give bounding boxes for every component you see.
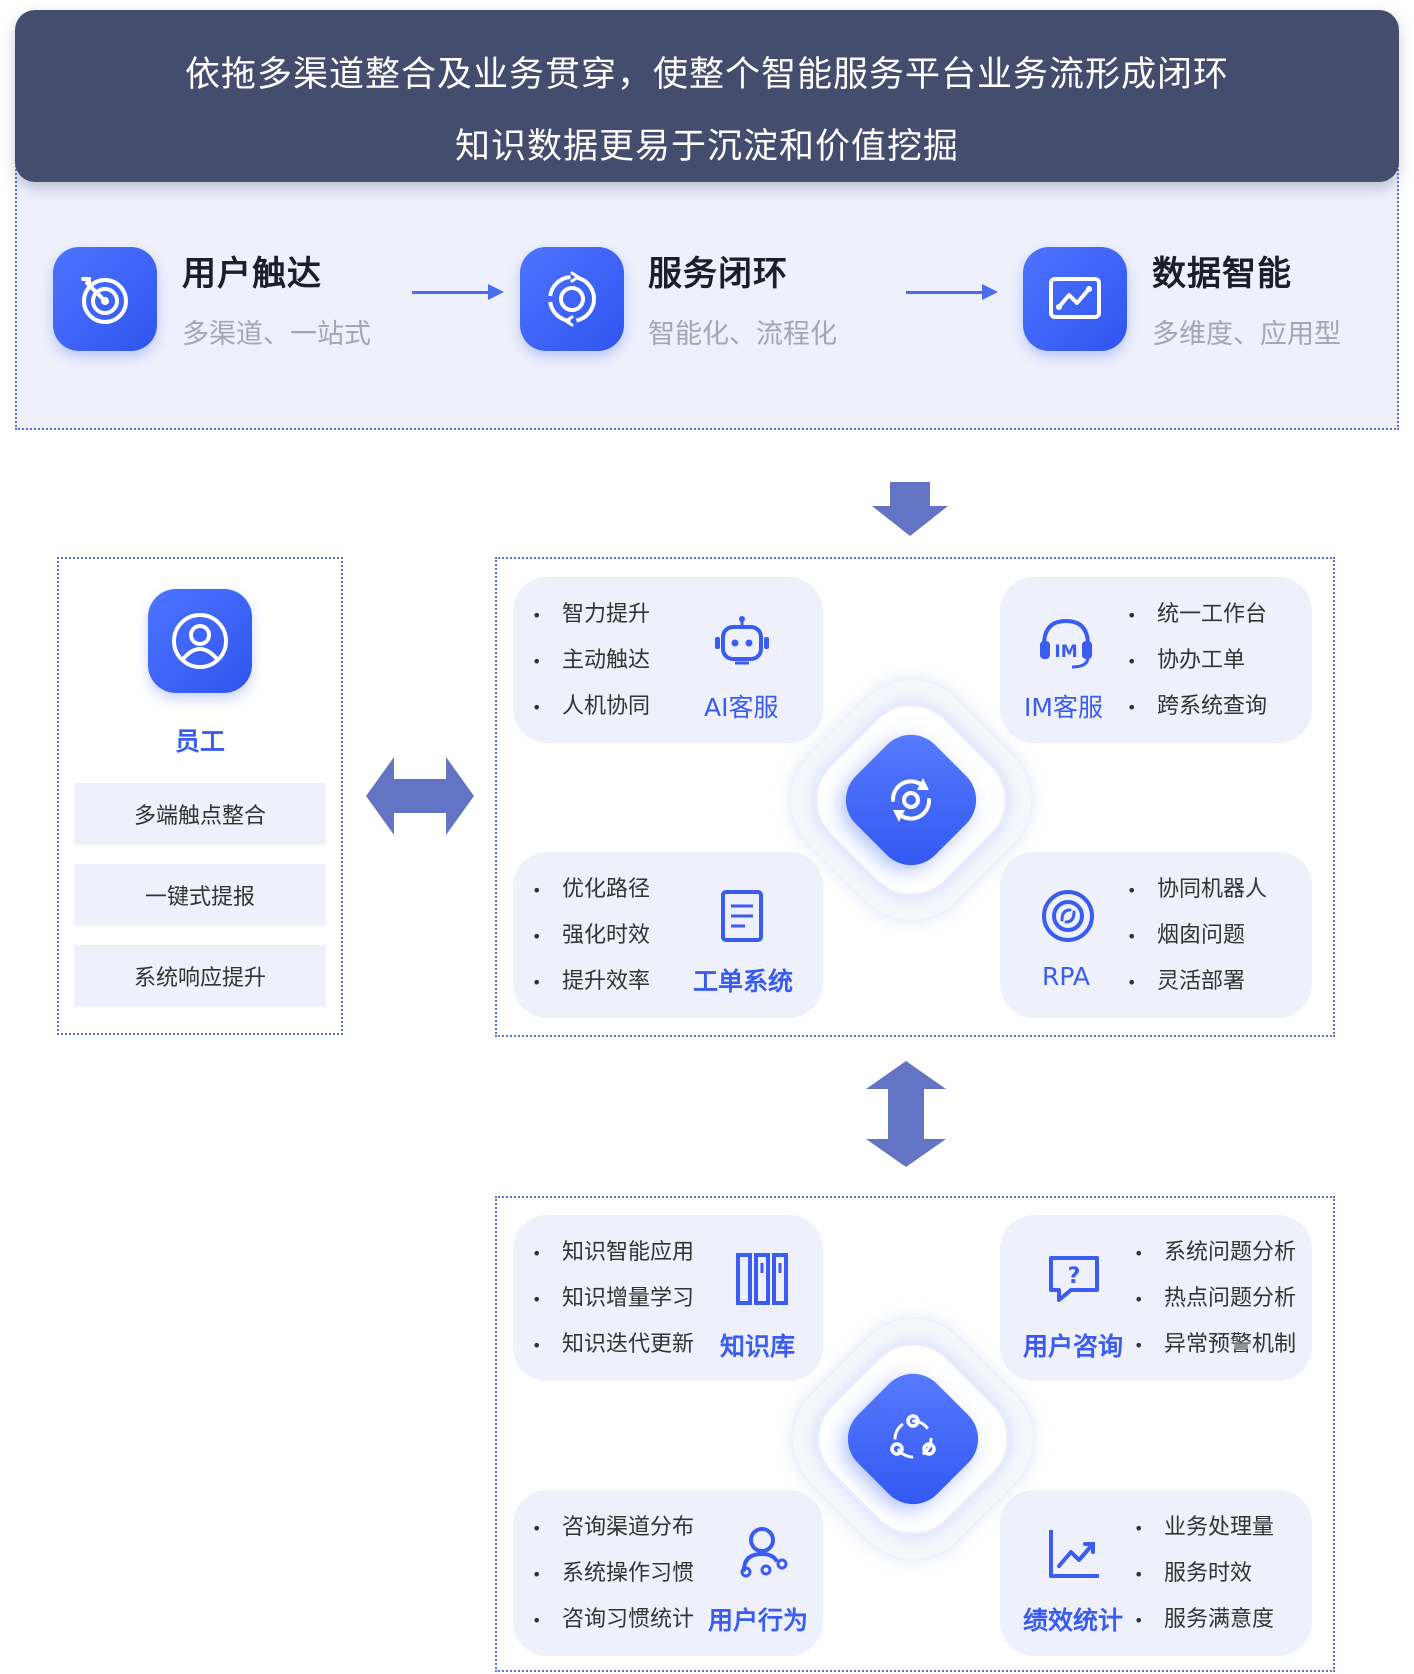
- employee-item: 多端触点整合: [74, 783, 326, 845]
- list-item: 跨系统查询: [1127, 684, 1267, 730]
- service-panel: [495, 557, 1335, 1037]
- list-item: 协办工单: [1127, 638, 1267, 684]
- list-item: 异常预警机制: [1134, 1322, 1296, 1368]
- im-bullet-list: 统一工作台 协办工单 跨系统查询: [1127, 592, 1267, 730]
- rpa-label: RPA: [1042, 962, 1090, 991]
- banner-line-1: 依拖多渠道整合及业务贯穿，使整个智能服务平台业务流形成闭环: [184, 55, 1229, 95]
- list-item: 知识智能应用: [532, 1230, 694, 1276]
- list-item: 强化时效: [532, 913, 650, 959]
- kb-bullet-list: 知识智能应用 知识增量学习 知识迭代更新: [532, 1230, 694, 1368]
- list-item: 服务时效: [1134, 1551, 1274, 1597]
- behavior-bullet-list: 咨询渠道分布 系统操作习惯 咨询习惯统计: [532, 1505, 694, 1643]
- header-banner: 依拖多渠道整合及业务贯穿，使整个智能服务平台业务流形成闭环 知识数据更易于沉淀和…: [15, 10, 1399, 182]
- headset-im-icon: IM: [1036, 614, 1096, 670]
- list-item: 业务处理量: [1134, 1505, 1274, 1551]
- arrow-right-icon: [906, 284, 998, 300]
- step-title-loop: 服务闭环: [648, 254, 788, 294]
- employee-item: 系统响应提升: [74, 945, 326, 1007]
- line-chart-icon: [1044, 1524, 1104, 1582]
- arrow-right-icon: [412, 284, 504, 300]
- robot-icon: [712, 614, 772, 670]
- document-icon: [714, 886, 770, 946]
- user-behavior-icon: [734, 1522, 792, 1582]
- library-icon: [733, 1250, 791, 1308]
- list-item: 烟囱问题: [1127, 913, 1267, 959]
- employee-panel: [57, 557, 343, 1035]
- performance-label: 绩效统计: [1023, 1606, 1124, 1635]
- perf-bullet-list: 业务处理量 服务时效 服务满意度: [1134, 1505, 1274, 1643]
- target-icon: [53, 247, 157, 351]
- svg-text:IM: IM: [1054, 642, 1077, 662]
- svg-text:?: ?: [1068, 1264, 1081, 1289]
- step-title-data: 数据智能: [1152, 254, 1292, 294]
- im-service-label: IM客服: [1024, 693, 1103, 722]
- step-subtitle-data: 多维度、应用型: [1152, 319, 1341, 350]
- step-subtitle-loop: 智能化、流程化: [648, 319, 837, 350]
- share-nodes-icon: [857, 1383, 969, 1495]
- banner-line-2: 知识数据更易于沉淀和价值挖掘: [454, 127, 959, 167]
- list-item: 咨询习惯统计: [532, 1597, 694, 1643]
- list-item: 人机协同: [532, 684, 650, 730]
- list-item: 协同机器人: [1127, 867, 1267, 913]
- list-item: 咨询渠道分布: [532, 1505, 694, 1551]
- data-panel: [495, 1196, 1335, 1672]
- employee-item: 一键式提报: [74, 864, 326, 926]
- rpa-bullet-list: 协同机器人 烟囱问题 灵活部署: [1127, 867, 1267, 1005]
- list-item: 智力提升: [532, 592, 650, 638]
- list-item: 知识迭代更新: [532, 1322, 694, 1368]
- user-icon: [148, 589, 252, 693]
- ai-bullet-list: 智力提升 主动触达 人机协同: [532, 592, 650, 730]
- double-arrow-vertical-icon: [866, 1061, 946, 1167]
- employee-title: 员工: [174, 727, 225, 756]
- ticket-system-label: 工单系统: [693, 967, 794, 996]
- list-item: 系统操作习惯: [532, 1551, 694, 1597]
- list-item: 热点问题分析: [1134, 1276, 1296, 1322]
- sync-icon: [855, 744, 967, 856]
- knowledge-base-label: 知识库: [720, 1332, 796, 1361]
- chart-monitor-icon: [1023, 247, 1127, 351]
- user-consult-label: 用户咨询: [1023, 1332, 1124, 1361]
- list-item: 提升效率: [532, 959, 650, 1005]
- list-item: 灵活部署: [1127, 959, 1267, 1005]
- rpa-icon: [1038, 886, 1098, 946]
- list-item: 服务满意度: [1134, 1597, 1274, 1643]
- double-arrow-horizontal-icon: [366, 757, 474, 835]
- step-subtitle-reach: 多渠道、一站式: [182, 319, 371, 350]
- list-item: 知识增量学习: [532, 1276, 694, 1322]
- consult-bullet-list: 系统问题分析 热点问题分析 异常预警机制: [1134, 1230, 1296, 1368]
- question-bubble-icon: ?: [1044, 1250, 1104, 1308]
- ai-service-label: AI客服: [704, 693, 779, 722]
- list-item: 统一工作台: [1127, 592, 1267, 638]
- list-item: 优化路径: [532, 867, 650, 913]
- list-item: 系统问题分析: [1134, 1230, 1296, 1276]
- user-behavior-label: 用户行为: [708, 1606, 809, 1635]
- flow-panel: [15, 150, 1399, 430]
- list-item: 主动触达: [532, 638, 650, 684]
- ticket-bullet-list: 优化路径 强化时效 提升效率: [532, 867, 650, 1005]
- arrow-down-icon: [872, 482, 948, 536]
- step-title-reach: 用户触达: [182, 254, 322, 294]
- cycle-icon: [520, 247, 624, 351]
